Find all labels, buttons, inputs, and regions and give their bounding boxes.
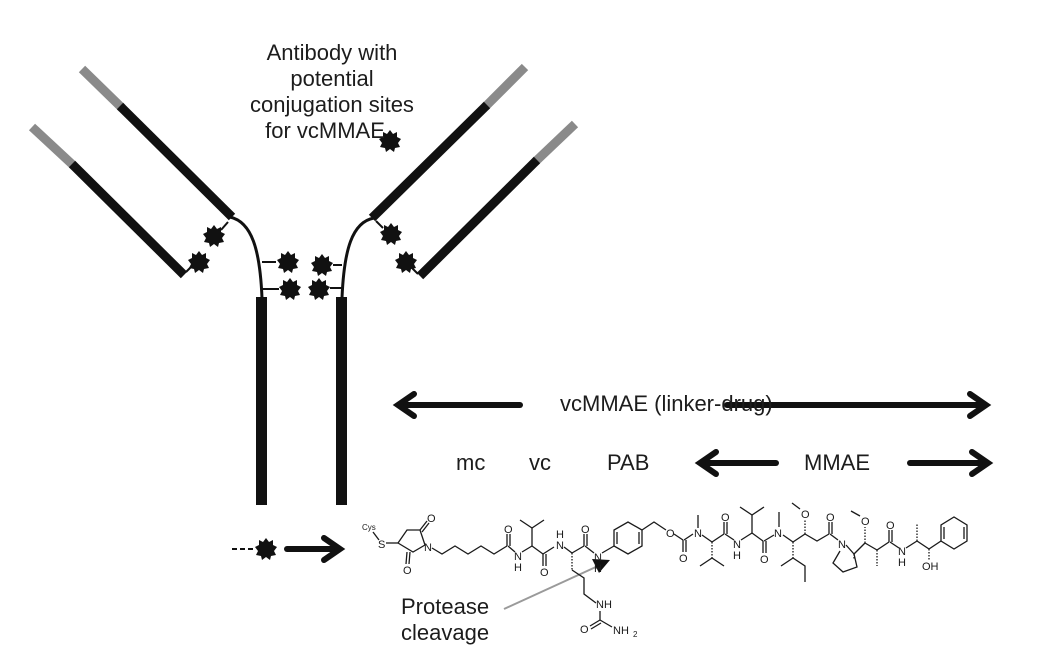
atom-o: O [666,528,675,540]
right-heavy-variable-region [481,63,529,111]
atom-subscript: 2 [633,630,638,639]
protease-line1: Protease [401,594,490,619]
atom-o: O [760,554,769,566]
atom-h: H [594,563,602,575]
atom-h: H [733,550,741,562]
linker-drug-span-arrow [392,391,992,419]
atom-n: N [424,542,432,554]
atom-o: O [826,512,835,524]
drug-icon [308,278,330,300]
atom-o: O [801,509,810,521]
protease-line2: cleavage [401,620,490,645]
right-hinge [340,216,375,299]
atom-n: N [556,540,564,552]
left-heavy-variable-region [78,65,126,112]
atom-nh2: NH [613,625,629,637]
left-hinge [229,215,264,299]
atom-n: N [774,528,782,540]
vc-label: vc [529,450,551,475]
diagram-title: Antibody with potential conjugation site… [224,40,440,144]
right-light-constant-region [416,156,541,280]
atom-o: O [721,512,730,524]
title-line: conjugation sites [250,92,414,117]
title-line: for vcMMAE [265,118,385,143]
cleavage-pointer-head [592,559,610,573]
mc-label: mc [456,450,486,475]
atom-cys: Cys [362,523,376,532]
mmae-label: MMAE [804,450,870,475]
drug-icon [311,254,333,276]
atom-nh: NH [596,599,612,611]
left-fc-stem [256,297,267,505]
drug-icon [188,251,210,273]
right-heavy-chain [336,63,529,505]
atom-o: O [861,516,870,528]
drug-icon [380,223,402,245]
atom-n: N [594,552,602,564]
right-light-variable-region [531,120,579,166]
right-light-chain [416,120,579,280]
atom-o: O [540,567,549,579]
atom-n: N [838,539,846,551]
atom-n: N [514,551,522,563]
left-light-chain [28,123,188,279]
bottom-drug-icon [255,538,277,560]
atom-s: S [378,539,385,551]
protease-label: Protease cleavage [401,594,489,646]
atom-o: O [403,565,412,577]
left-light-variable-region [28,123,78,170]
drug-icon [279,278,301,300]
atom-n: N [694,528,702,540]
atom-oh: OH [922,561,939,573]
atom-o: O [886,520,895,532]
atom-o: O [581,524,590,536]
atom-n: N [898,546,906,558]
linker-drug-label: vcMMAE (linker-drug) [560,391,773,416]
atom-o: O [427,513,436,525]
mmae-span-arrow [694,449,994,477]
atom-h: H [514,562,522,574]
right-fc-stem [336,297,347,505]
left-heavy-constant-region [116,102,236,221]
atom-h: H [898,557,906,569]
left-heavy-chain [78,65,267,505]
atom-h: H [556,529,564,541]
title-line: Antibody with [266,40,398,65]
title-line: potential [290,66,374,91]
right-heavy-constant-region [368,101,491,222]
conjugate-arrow [284,535,346,563]
left-light-constant-region [68,160,188,279]
atom-n: N [733,539,741,551]
pab-label: PAB [607,450,650,475]
cleavage-pointer [503,565,599,610]
atom-o: O [580,624,589,636]
vcmmae-structure: Cys S O O N O N H O N H NH [362,502,968,639]
drug-icon [277,251,299,273]
atom-o: O [679,553,688,565]
atom-o: O [504,524,513,536]
